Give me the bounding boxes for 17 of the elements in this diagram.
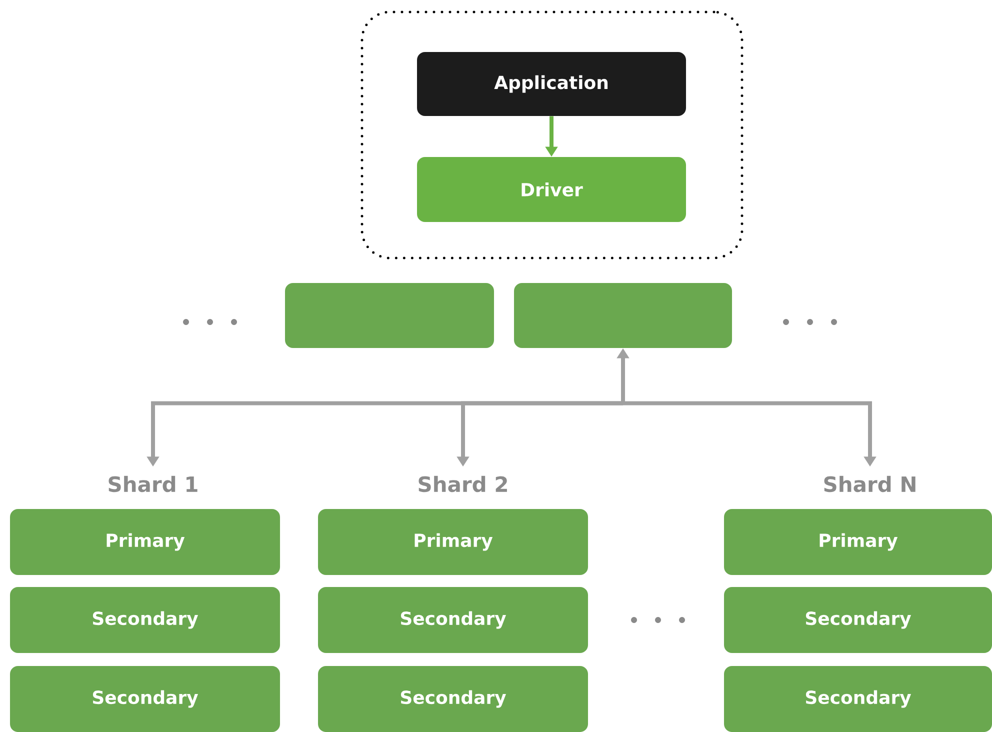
- process-box: Secondary: [724, 666, 992, 732]
- process-box: [514, 283, 732, 348]
- process-box: Primary: [724, 509, 992, 575]
- process-box: Secondary: [10, 587, 280, 653]
- process-box: Secondary: [318, 587, 588, 653]
- process-box: Secondary: [318, 666, 588, 732]
- shard-heading: Shard 1: [108, 476, 198, 492]
- shard-heading: Shard N: [824, 476, 916, 492]
- shard-heading: Shard 2: [418, 476, 507, 492]
- process-box: Primary: [10, 509, 280, 575]
- dotted-group-box: [360, 10, 744, 260]
- application-box: Application: [417, 52, 686, 116]
- process-box: Secondary: [724, 587, 992, 653]
- driver-box: Driver: [417, 157, 686, 222]
- process-box: Primary: [318, 509, 588, 575]
- process-box: [285, 283, 494, 348]
- process-box: Secondary: [10, 666, 280, 732]
